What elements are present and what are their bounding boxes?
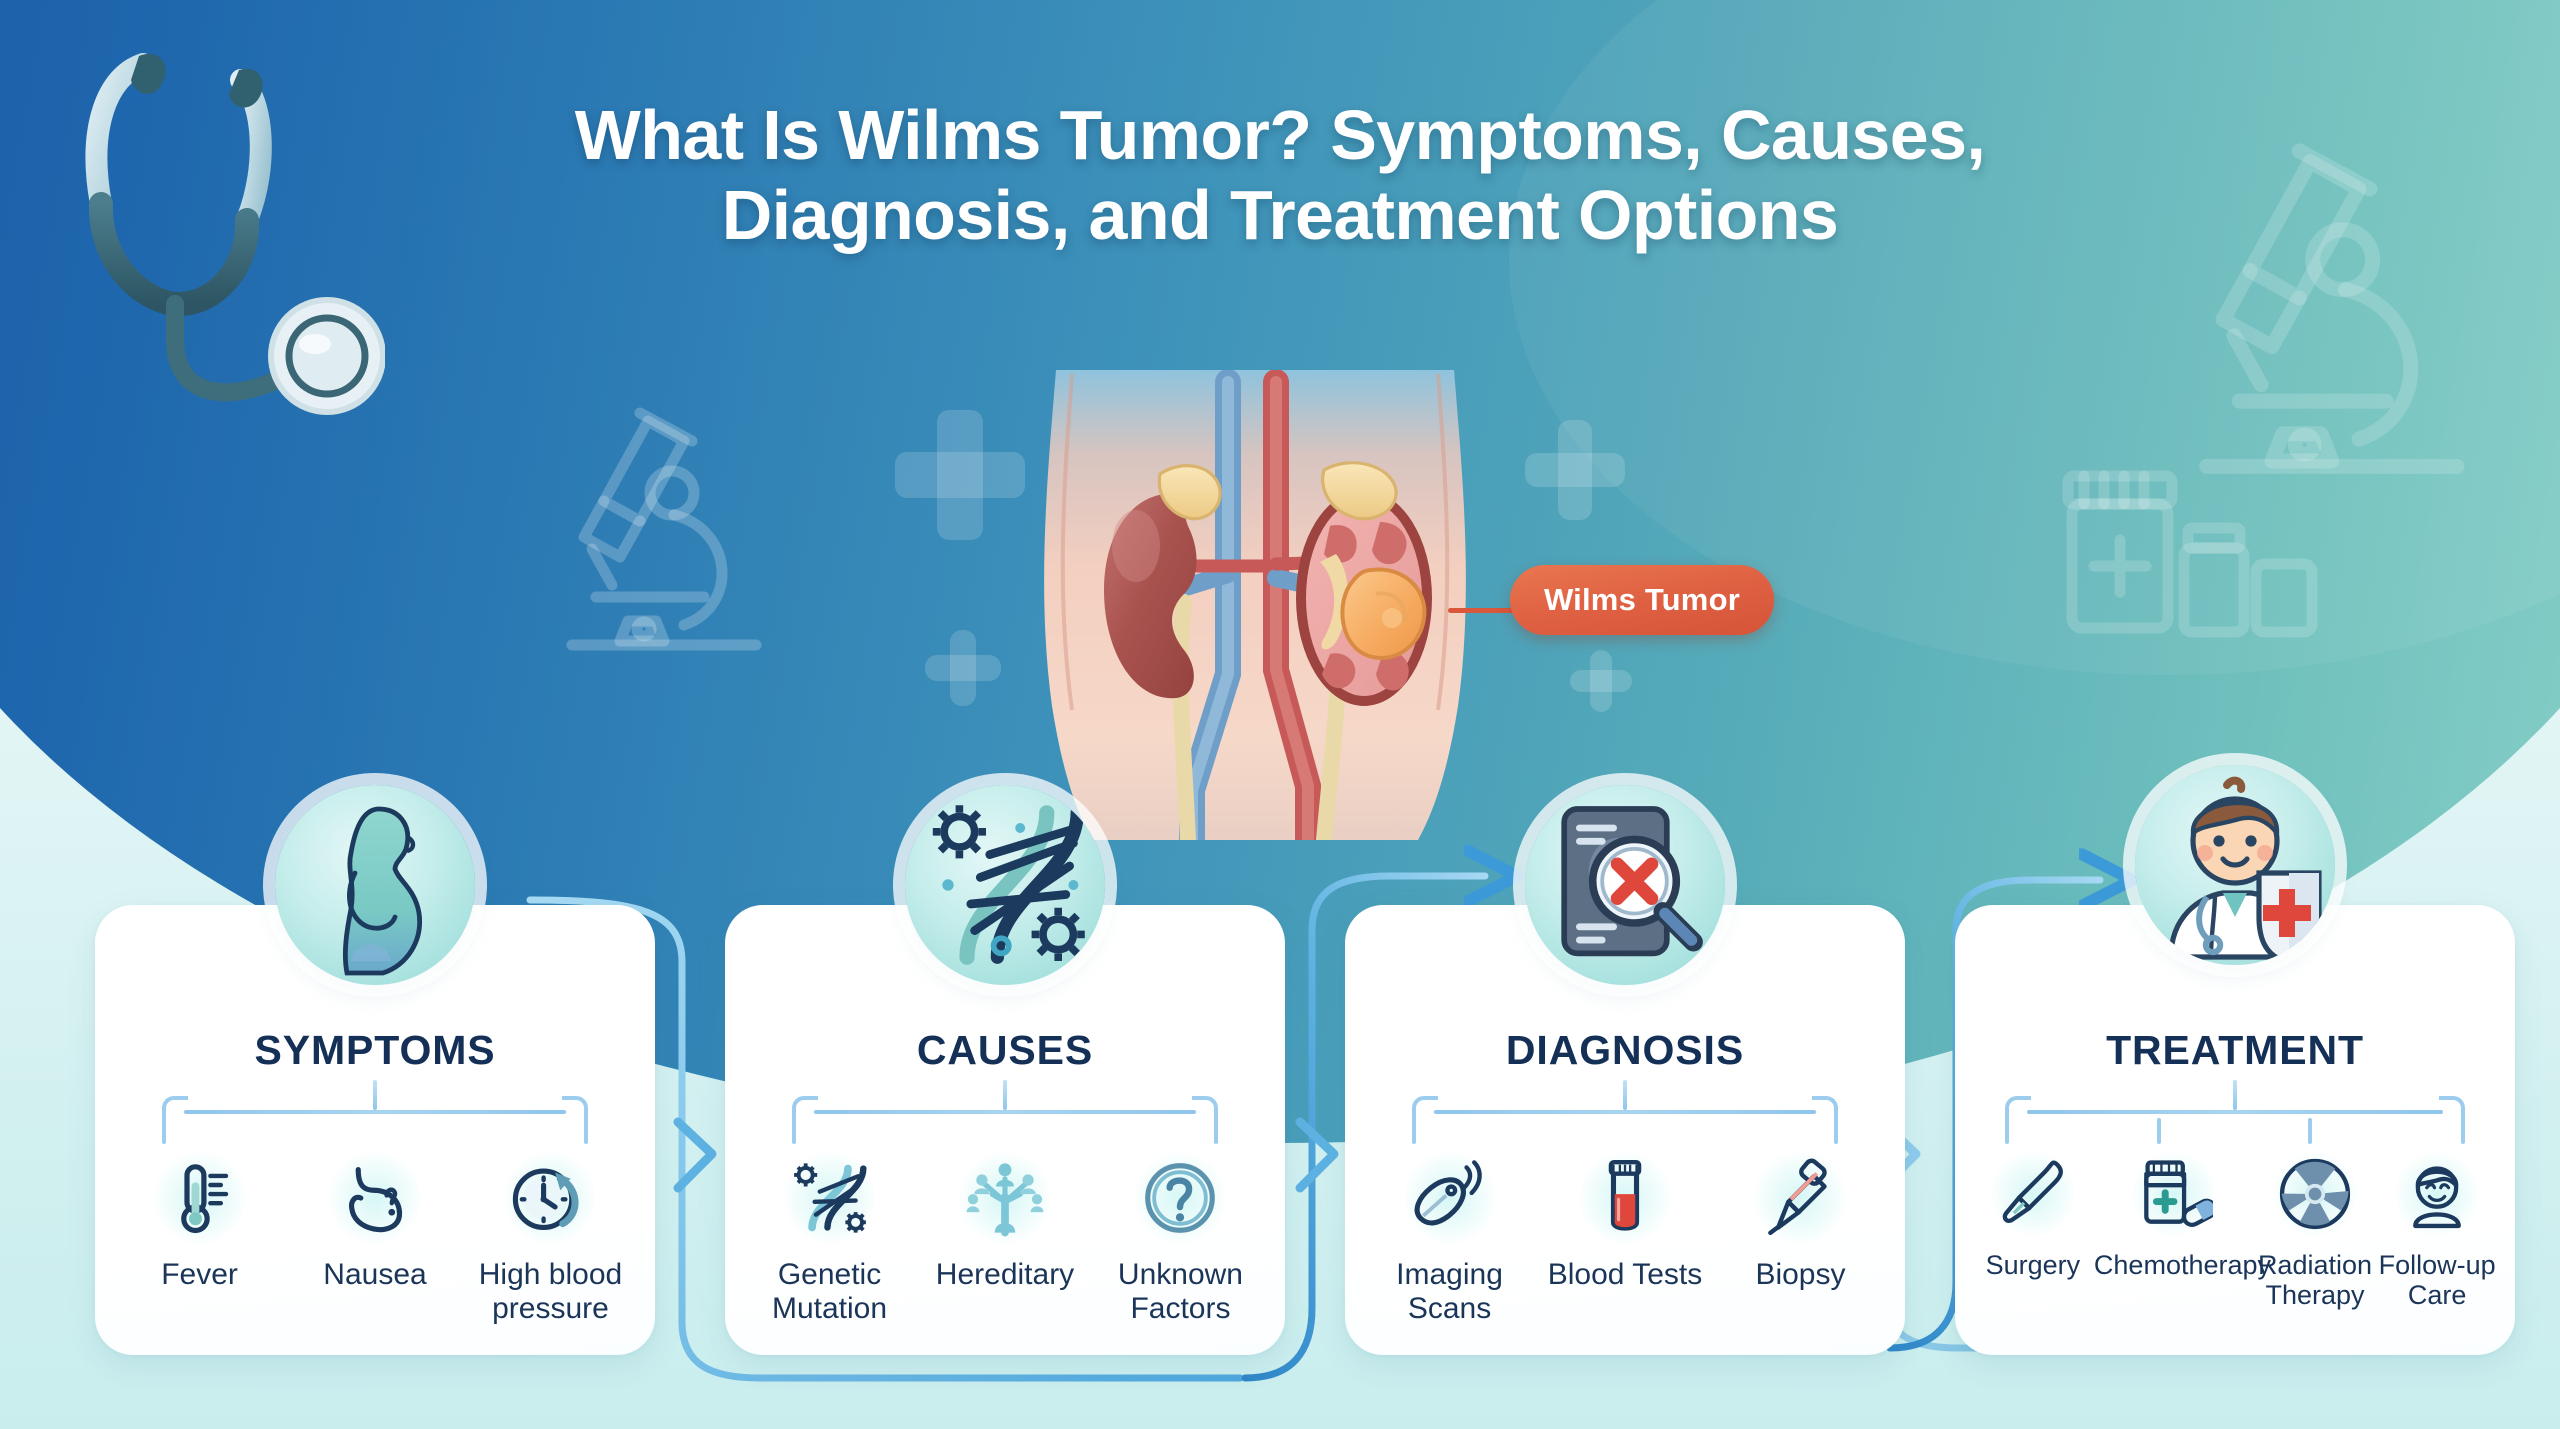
pregnant-child-silhouette-icon: [275, 785, 475, 985]
test-tube-icon: [1579, 1152, 1671, 1244]
card-heading: SYMPTOMS: [254, 1027, 496, 1073]
medical-cross-icon: [1570, 650, 1632, 712]
list-item[interactable]: Biopsy: [1713, 1152, 1888, 1292]
list-item[interactable]: Follow-up Care: [2376, 1152, 2498, 1310]
item-label: Follow-up Care: [2378, 1250, 2496, 1311]
item-label: Imaging Scans: [1396, 1258, 1503, 1325]
bracket-connector: [1412, 1080, 1838, 1144]
card-items: Surgery: [1972, 1152, 2498, 1310]
card-items: Imaging Scans Blood Tests: [1362, 1152, 1888, 1325]
item-label: Surgery: [1985, 1250, 2081, 1280]
list-item[interactable]: Fever: [112, 1152, 287, 1292]
scalpel-icon: [1990, 1152, 2075, 1236]
card-heading: DIAGNOSIS: [1505, 1027, 1745, 1073]
biopsy-needle-icon: [1754, 1152, 1847, 1244]
title-line-1: What Is Wilms Tumor? Symptoms, Causes,: [574, 96, 1986, 174]
doctor-shield-cross-icon: [2135, 765, 2335, 965]
item-label: Unknown Factors: [1117, 1258, 1243, 1325]
item-label: Chemotherapy: [2093, 1250, 2272, 1280]
clock-arrow-icon: [504, 1152, 597, 1244]
list-item[interactable]: Hereditary: [917, 1152, 1092, 1292]
list-item[interactable]: Genetic Mutation: [742, 1152, 917, 1325]
list-item[interactable]: Unknown Factors: [1093, 1152, 1268, 1325]
bracket-connector: [2005, 1080, 2465, 1144]
bracket-connector: [792, 1080, 1218, 1144]
list-item[interactable]: Nausea: [287, 1152, 462, 1292]
item-label: Biopsy: [1755, 1258, 1846, 1291]
card-items: Fever Nausea: [112, 1152, 638, 1325]
card-heading: CAUSES: [916, 1027, 1094, 1073]
tumor-label-badge: Wilms Tumor: [1510, 565, 1774, 635]
card-heading: TREATMENT: [2106, 1027, 2364, 1073]
list-item[interactable]: Radiation Therapy: [2254, 1152, 2376, 1310]
page-title: What Is Wilms Tumor? Symptoms, Causes, D…: [0, 96, 2560, 256]
radiation-symbol-icon: [2272, 1152, 2357, 1236]
item-label: Blood Tests: [1547, 1258, 1703, 1291]
scan-magnifier-x-icon: [1525, 785, 1725, 985]
dna-gear-icon: [783, 1152, 876, 1244]
bracket-connector: [162, 1080, 588, 1144]
list-item[interactable]: Blood Tests: [1537, 1152, 1712, 1292]
title-line-2: Diagnosis, and Treatment Options: [721, 175, 1839, 254]
item-label: Hereditary: [935, 1258, 1075, 1291]
list-item[interactable]: Chemotherapy: [2093, 1152, 2272, 1280]
list-item[interactable]: Surgery: [1972, 1152, 2094, 1280]
medical-cross-icon: [1525, 420, 1625, 520]
thermometer-icon: [153, 1152, 246, 1244]
stomach-question-icon: [329, 1152, 421, 1244]
card-items: Genetic Mutation: [742, 1152, 1268, 1325]
list-item[interactable]: High blood pressure: [463, 1152, 638, 1325]
item-label: High blood pressure: [478, 1258, 623, 1325]
item-label: Genetic Mutation: [771, 1258, 888, 1325]
item-label: Nausea: [323, 1258, 427, 1291]
item-label: Fever: [161, 1258, 238, 1291]
smiling-child-icon: [2395, 1152, 2480, 1236]
kidney-anatomy-illustration: [1020, 369, 1490, 853]
question-circle-icon: [1134, 1152, 1227, 1244]
card-treatment[interactable]: TREATMENT: [1955, 905, 2515, 1355]
ultrasound-probe-icon: [1403, 1152, 1496, 1244]
family-tree-icon: [959, 1152, 1051, 1244]
item-label: Radiation Therapy: [2257, 1250, 2373, 1311]
dna-gears-icon: [905, 785, 1105, 985]
tumor-leader-line: [1448, 608, 1518, 613]
medical-cross-icon: [895, 410, 1025, 540]
list-item[interactable]: Imaging Scans: [1362, 1152, 1537, 1325]
pill-bottle-icon: [2131, 1152, 2216, 1236]
medical-cross-icon: [925, 630, 1001, 706]
